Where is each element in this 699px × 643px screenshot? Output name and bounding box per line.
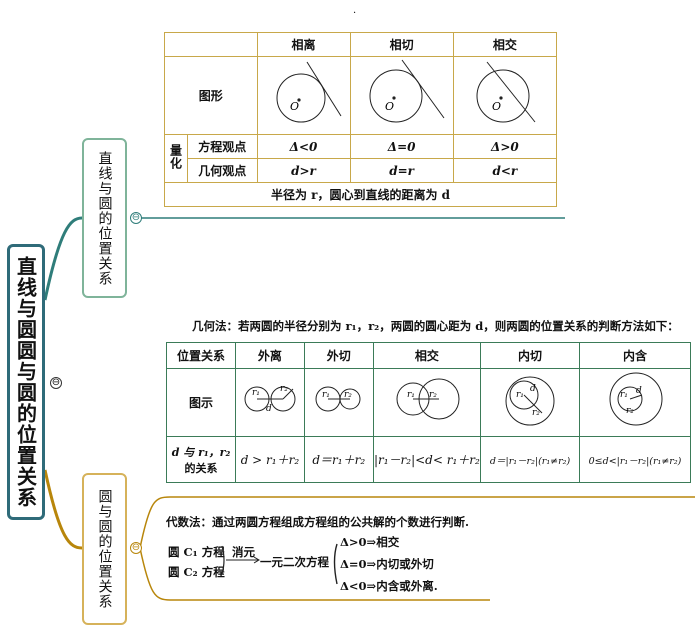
root-node[interactable]: 直线与圆圆与圆的位置关系	[7, 244, 45, 520]
root-title: 直线与圆圆与圆的位置关系	[13, 256, 38, 508]
circle-header-1: 外离	[235, 342, 305, 369]
eq-value-0: Δ<0	[256, 134, 351, 159]
circle-circle-rule-top	[139, 496, 695, 549]
eq-value-1: Δ=0	[349, 134, 454, 159]
case-2: Δ<0⇒内含或外离.	[340, 579, 438, 593]
svg-text:r₁: r₁	[252, 388, 260, 398]
connector-bottom	[43, 469, 83, 550]
svg-text:r₁: r₁	[516, 390, 524, 400]
branch-line-circle-label: 直线与圆的位置关系	[96, 150, 113, 286]
line-table-header: 相离 相切 相交	[164, 32, 558, 57]
relation-3: d＝|r₁－r₂|(r₁≠r₂)	[480, 436, 580, 483]
relation-2: |r₁－r₂|<d< r₁＋r₂	[372, 436, 482, 483]
tangent-diagram: O	[369, 59, 445, 123]
svg-text:r₂: r₂	[532, 408, 540, 418]
intersecting-diagram: r₁ r₂	[396, 378, 460, 420]
figure-tangent: O	[349, 56, 454, 135]
figure-label: 图形	[164, 56, 258, 135]
intersect-diagram: O	[476, 61, 536, 123]
svg-text:O: O	[290, 100, 299, 113]
geo-value-0: d>r	[256, 158, 351, 183]
circle-header-2: 外切	[303, 342, 374, 369]
line-header-0: 相离	[256, 32, 351, 57]
figure-intersecting: r₁ r₂	[372, 368, 482, 437]
figure-intersect: O	[452, 56, 558, 135]
branch-circle-circle[interactable]: 圆与圆的位置关系	[82, 473, 127, 625]
line-table-footer: 半径为 r，圆心到直线的距离为 d	[164, 182, 557, 207]
svg-text:O: O	[385, 100, 394, 113]
line-circle-table: 相离 相切 相交 图形 O O O	[164, 32, 558, 207]
circle-header-3: 相交	[372, 342, 482, 369]
eq1-label: 圆 C₁ 方程	[168, 545, 225, 559]
branch-circle-circle-label: 圆与圆的位置关系	[96, 489, 113, 609]
circle-circle-collapse-icon[interactable]: ⊖	[130, 542, 142, 554]
line-header-1: 相切	[349, 32, 454, 57]
geometry-method-text: 几何法：若两圆的半径分别为 r₁，r₂，两圆的圆心距为 d，则两圆的位置关系的判…	[192, 319, 679, 333]
eq2-label: 圆 C₂ 方程	[168, 565, 225, 579]
svg-text:d: d	[636, 386, 642, 396]
root-collapse-icon[interactable]: ⊖	[50, 377, 62, 389]
line-circle-collapse-icon[interactable]: ⊖	[130, 212, 142, 224]
circle-circle-rule-bottom	[139, 547, 490, 601]
circle-header-4: 内切	[480, 342, 580, 369]
svg-text:r₂: r₂	[280, 384, 288, 394]
svg-text:d: d	[530, 384, 536, 394]
relation-0: d > r₁＋r₂	[235, 436, 305, 483]
case-1: Δ=0⇒内切或外切	[340, 557, 434, 571]
algebra-arrows	[221, 543, 338, 585]
circle-header-5: 内含	[579, 342, 691, 369]
connector-top	[43, 216, 83, 301]
svg-text:r₂: r₂	[626, 406, 634, 416]
external-diagram: r₁ r₂ d	[244, 384, 296, 414]
result-label: 一元二次方程	[260, 555, 329, 569]
separate-diagram: O	[276, 61, 341, 123]
eq-value-2: Δ>0	[452, 134, 558, 159]
circle-table-relation-row: d 与 r₁，r₂ 的关系 d > r₁＋r₂ d＝r₁＋r₂ |r₁－r₂|<…	[165, 436, 691, 483]
eliminate-label: 消元	[232, 545, 255, 559]
figure-separate: O	[256, 56, 351, 135]
relation-label: d 与 r₁，r₂ 的关系	[165, 436, 237, 483]
svg-text:O: O	[492, 100, 501, 113]
figure-contained: r₁ d r₂	[579, 368, 691, 437]
line-table-figure-row: 图形 O O O	[164, 56, 558, 135]
line-table-footer-text: 半径为 r，圆心到直线的距离为 d	[164, 182, 557, 207]
external-tangent-diagram: r₁ r₂	[315, 386, 361, 412]
geo-value-1: d=r	[349, 158, 454, 183]
eq-view-label: 方程观点	[187, 134, 258, 159]
circle-header-0: 位置关系	[165, 342, 237, 369]
line-table-geo-row: 几何观点 d>r d=r d<r	[165, 158, 558, 183]
branch-line-circle[interactable]: 直线与圆的位置关系	[82, 138, 127, 298]
line-table-eq-row: 量化 方程观点 Δ<0 Δ=0 Δ>0	[164, 134, 558, 183]
algebra-method-text: 代数法：通过两圆方程组成方程组的公共解的个数进行判断.	[166, 515, 470, 529]
svg-text:r₂: r₂	[429, 390, 437, 400]
geo-view-label: 几何观点	[187, 158, 258, 183]
relation-1: d＝r₁＋r₂	[303, 436, 374, 483]
svg-text:r₁: r₁	[407, 390, 415, 400]
line-header-2: 相交	[452, 32, 558, 57]
geo-value-2: d<r	[452, 158, 558, 183]
internal-tangent-diagram: r₁ d r₂	[505, 376, 555, 426]
circle-circle-table: 位置关系 外离 外切 相交 内切 内含 图示 r₁ r₂ d r₁	[165, 342, 691, 483]
circle-table-figure-row: 图示 r₁ r₂ d r₁ r₂	[165, 368, 691, 437]
circle-figure-label: 图示	[165, 368, 237, 437]
svg-text:r₁: r₁	[620, 390, 628, 400]
circle-table-header: 位置关系 外离 外切 相交 内切 内含	[165, 342, 691, 369]
svg-text:r₁: r₁	[322, 390, 330, 400]
svg-text:r₂: r₂	[344, 390, 352, 400]
figure-internal-tangent: r₁ d r₂	[480, 368, 580, 437]
top-dot: ·	[353, 8, 357, 19]
svg-text:d: d	[266, 404, 272, 414]
quant-label: 量化	[164, 134, 188, 183]
figure-external-tangent: r₁ r₂	[303, 368, 374, 437]
relation-4: 0≤d<|r₁－r₂|(r₁≠r₂)	[579, 436, 691, 483]
contained-diagram: r₁ d r₂	[609, 372, 663, 426]
case-0: Δ>0⇒相交	[340, 535, 400, 549]
figure-external: r₁ r₂ d	[235, 368, 305, 437]
